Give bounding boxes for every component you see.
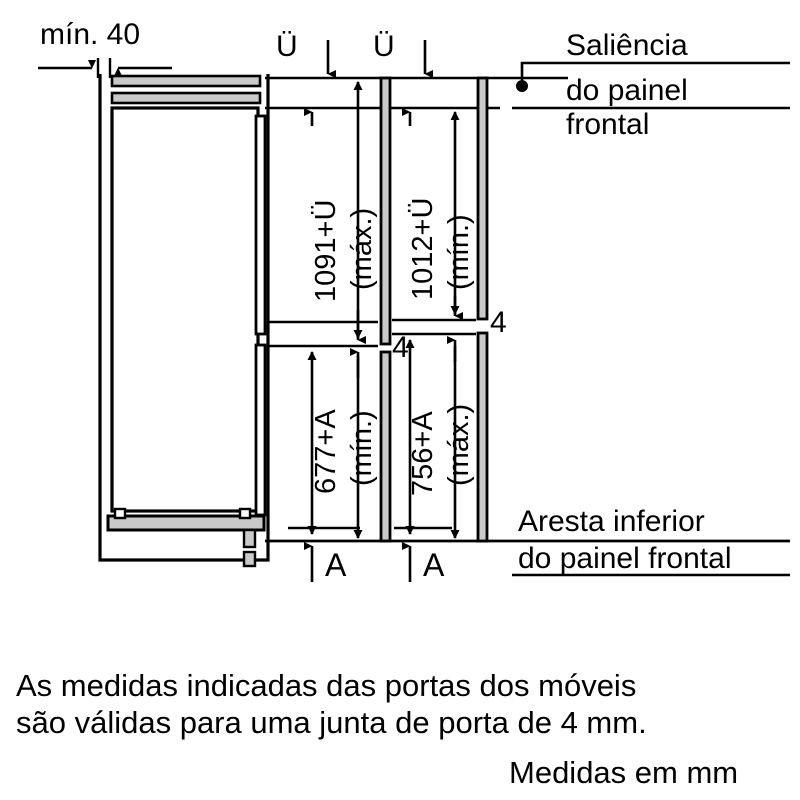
reference-lines	[265, 76, 790, 543]
a-arrows	[304, 542, 412, 582]
dimension-label-1091: 1091+Ü	[310, 199, 342, 302]
cabinet-side-view	[98, 74, 270, 568]
callout-bottom-edge-line1: Aresta inferior	[518, 505, 705, 538]
a-label-right: A	[423, 547, 445, 583]
footer-line-3: Medidas em mm	[509, 755, 739, 790]
gap-label-right: 4	[490, 306, 507, 339]
dimension-label-756: 756+A	[407, 411, 439, 496]
dimension-label-677-qualifier: (mín.)	[346, 410, 378, 486]
callout-overhang-leader	[512, 61, 790, 110]
dimension-label-1012-qualifier: (mín.)	[443, 214, 475, 290]
u-arrows	[304, 40, 433, 126]
gap-label-left: 4	[392, 331, 409, 364]
footer-line-2: são válidas para uma junta de porta de 4…	[16, 705, 647, 740]
u-label-top-left: Ü	[276, 30, 298, 63]
dimension-lower-left	[307, 351, 363, 539]
callout-overhang-line3: frontal	[566, 108, 650, 141]
footer-line-1: As medidas indicadas das portas dos móve…	[16, 668, 637, 703]
min-depth-label: mín. 40	[40, 18, 141, 51]
dimension-label-677: 677+A	[310, 409, 342, 494]
callout-bottom-edge-line2: do painel frontal	[518, 542, 732, 575]
callout-overhang-line1: Saliência	[566, 29, 688, 62]
callout-overhang-line2: do painel	[566, 74, 688, 107]
u-label-top-right: Ü	[373, 30, 395, 63]
front-panel-upper-bar	[379, 76, 489, 346]
front-panel-lower-bar	[379, 331, 489, 543]
gap-arrows	[350, 296, 463, 378]
dimension-lower-right	[405, 339, 460, 539]
min-depth-dimension	[38, 58, 172, 78]
dimension-label-756-qualifier: (máx.)	[443, 403, 475, 486]
a-label-left: A	[325, 547, 347, 583]
dimension-label-1012: 1012+Ü	[407, 197, 439, 300]
dimension-label-1091-qualifier: (máx.)	[346, 207, 378, 290]
